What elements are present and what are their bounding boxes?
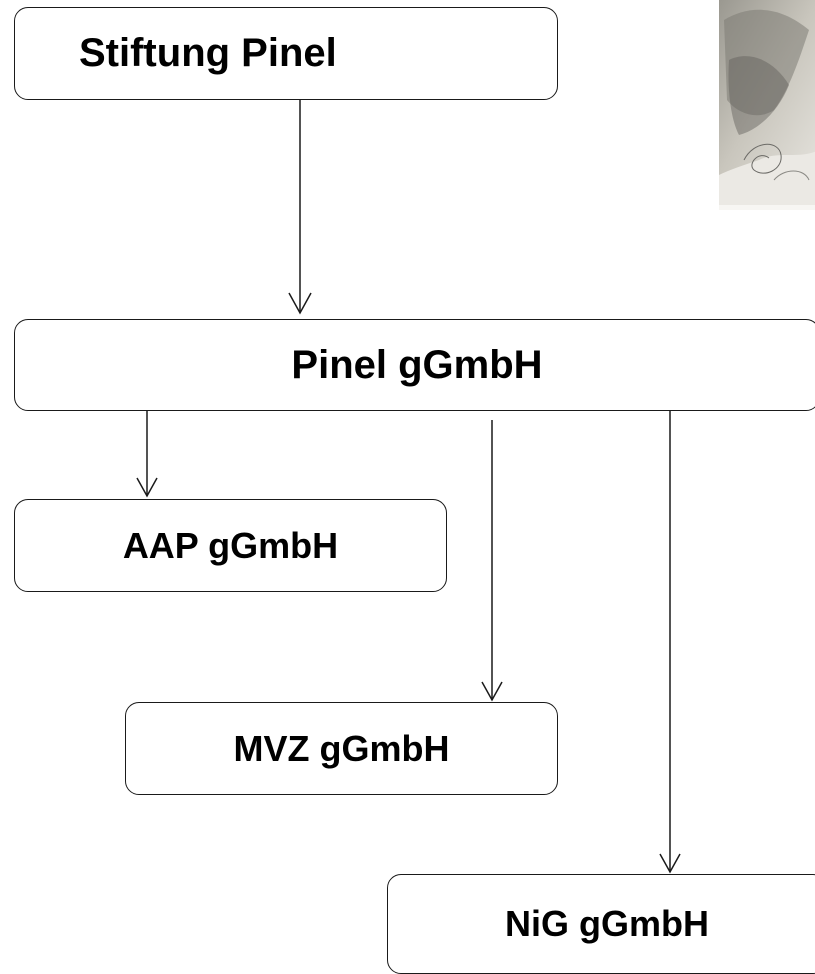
node-label: Stiftung Pinel — [79, 31, 337, 75]
edge-pinel-to-aap — [136, 411, 158, 498]
edge-stiftung-to-pinel — [288, 100, 312, 315]
node-nig-ggmbh: NiG gGmbH — [387, 874, 815, 974]
edge-pinel-to-nig — [659, 411, 681, 874]
node-label: NiG gGmbH — [505, 903, 709, 944]
node-label: AAP gGmbH — [122, 524, 339, 566]
node-aap-ggmbh: AAP gGmbH — [14, 499, 447, 592]
portrait-engraving-image — [719, 0, 815, 210]
edge-pinel-to-mvz — [481, 420, 503, 702]
node-mvz-ggmbh: MVZ gGmbH — [125, 702, 558, 795]
node-stiftung-pinel: Stiftung Pinel — [14, 7, 558, 100]
node-label: MVZ gGmbH — [233, 727, 450, 769]
node-pinel-ggmbh: Pinel gGmbH — [14, 319, 815, 411]
node-label: Pinel gGmbH — [291, 342, 543, 387]
